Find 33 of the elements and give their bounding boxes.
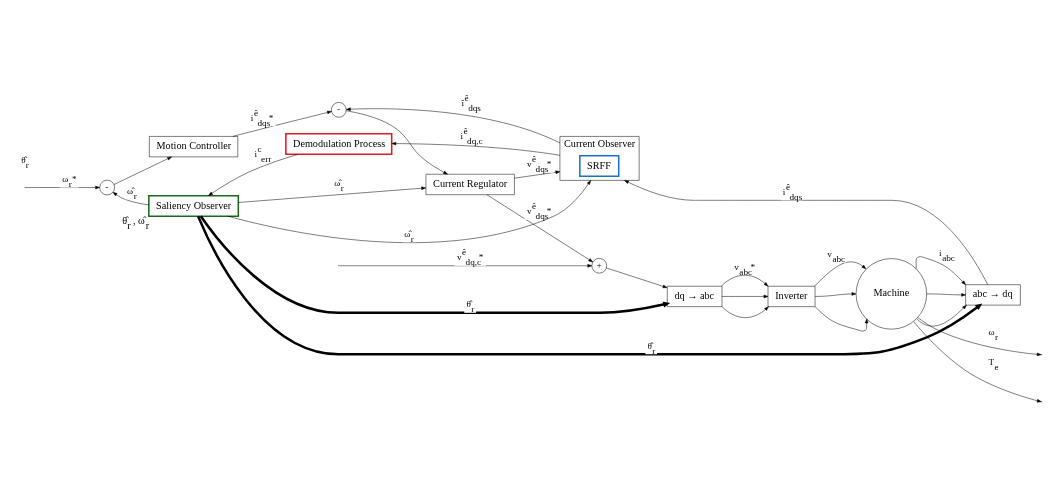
arrow bbox=[25, 185, 100, 189]
arrow bbox=[917, 316, 1042, 356]
node-box: abc → dq bbox=[965, 283, 1021, 305]
node-circle: - bbox=[331, 101, 347, 117]
node-box: Motion Controller bbox=[149, 135, 239, 157]
arrow bbox=[814, 261, 867, 286]
arrow bbox=[486, 194, 594, 262]
arrow bbox=[514, 170, 561, 178]
arrow bbox=[606, 267, 668, 288]
arrow bbox=[391, 141, 561, 156]
arrow bbox=[345, 110, 448, 174]
arrow bbox=[926, 292, 966, 297]
arrow bbox=[720, 274, 769, 286]
node-box: Saliency Observer bbox=[148, 194, 240, 217]
node-circle: + bbox=[591, 257, 607, 273]
node-box: Demodulation Process bbox=[285, 132, 393, 155]
arrow bbox=[624, 179, 988, 285]
arrow bbox=[915, 255, 966, 285]
arrow bbox=[208, 153, 299, 196]
node-box: Current Regulator bbox=[425, 173, 515, 195]
arrow bbox=[916, 304, 967, 326]
node-box: dq → abc bbox=[667, 285, 723, 307]
arrow bbox=[721, 305, 769, 318]
arrow bbox=[721, 294, 769, 298]
node-circle: Machine bbox=[855, 257, 927, 329]
node-box: SRFF bbox=[579, 154, 620, 177]
arrow bbox=[814, 291, 857, 297]
arrow bbox=[112, 191, 150, 205]
arrow bbox=[238, 186, 426, 203]
arrow bbox=[913, 320, 1042, 402]
node-box: Inverter bbox=[767, 285, 816, 307]
arrow bbox=[814, 305, 869, 331]
node-circle: - bbox=[99, 179, 115, 195]
